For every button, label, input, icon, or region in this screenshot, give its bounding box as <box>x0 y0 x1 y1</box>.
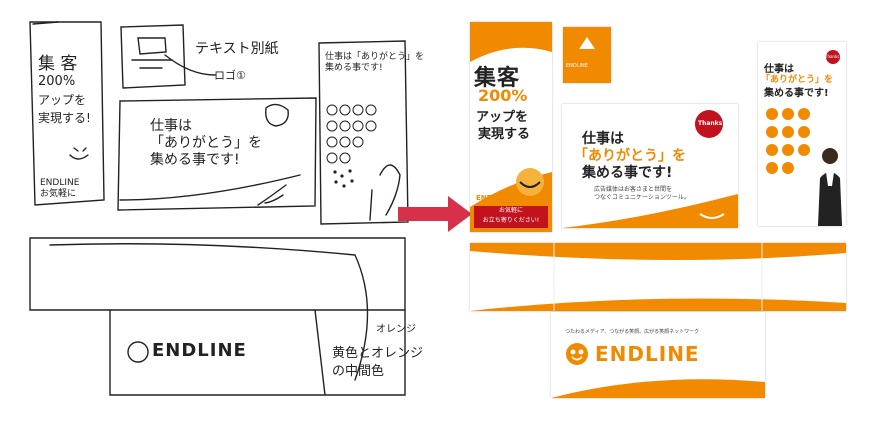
sketch-left-footer: ENDLINE お気軽に <box>40 178 79 200</box>
design-right-panel: Thanks 仕事は 「ありがとう」を 集める事です! <box>758 42 846 226</box>
endline-logo-icon <box>579 37 595 49</box>
sketch-right-line: 集める事です! <box>325 63 383 73</box>
sketch-left-line: 200% <box>38 74 76 89</box>
design-small-panel: ENDLINE <box>563 27 611 83</box>
sketch-center-line: 「ありがとう」を <box>150 135 262 151</box>
center-swoosh <box>562 110 738 228</box>
endline-logo-icon <box>566 343 588 365</box>
right-arrow-icon <box>398 196 472 232</box>
sketch-note-line: 黄色とオレンジ <box>332 346 424 361</box>
design-bottom-strip <box>470 243 846 311</box>
sketch-left-line: 集 客 <box>38 54 78 74</box>
design-center-panel: Thanks 仕事は 「ありがとう」を 集める事です! 広告媒体はお客さまと世間… <box>562 104 738 228</box>
right-thanks: Thanks <box>825 54 840 59</box>
person-photo <box>818 148 842 226</box>
service-icon <box>798 108 810 120</box>
center-line3: 集める事です! <box>582 165 673 181</box>
service-icon <box>766 108 778 120</box>
center-sub1: 広告媒体はお客さまと世間を <box>594 186 673 193</box>
left-banner-title: 集客 <box>474 66 521 91</box>
design-left-banner: 集客 200% アップを 実現する ENDLINE お気軽に お立ち寄りください… <box>470 22 552 232</box>
sketch-note-line: の中間色 <box>332 364 385 379</box>
center-line2: 「ありがとう」を <box>574 148 686 164</box>
sketch-left-title: 集 客 200% アップを 実現する! <box>38 55 91 127</box>
sketch-left-line: アップを <box>38 93 87 107</box>
center-line1: 仕事は <box>582 131 624 147</box>
sketch-left-footer-line: ENDLINE <box>40 178 80 188</box>
service-icon <box>782 108 794 120</box>
bottom-logo: ENDLINE <box>595 342 700 366</box>
sketch-left-line: 実現する! <box>38 111 91 125</box>
sketch-center-line: 集める事です! <box>150 152 240 168</box>
left-banner-cta-line: お気軽に <box>498 207 523 214</box>
design-bottom-panel: つたわるメディア、つながる笑顔。広がる笑顔ネットワーク ENDLINE <box>551 312 765 398</box>
service-icon <box>782 162 794 174</box>
left-banner-logo: ENDLINE <box>476 194 511 202</box>
left-banner-cta-line: お立ち寄りください! <box>482 217 540 224</box>
right-line3: 集める事です! <box>764 88 829 99</box>
service-icon <box>782 144 794 156</box>
sketch-note-orange: オレンジ <box>376 324 416 335</box>
service-icon <box>766 126 778 138</box>
sketch-bottom-logo: ENDLINE <box>152 340 247 361</box>
left-banner-cta: お気軽に お立ち寄りください! <box>474 206 548 228</box>
strip-swoosh <box>470 243 846 311</box>
service-icon <box>766 144 778 156</box>
bottom-tagline: つたわるメディア、つながる笑顔。広がる笑顔ネットワーク <box>565 329 700 335</box>
sketch-center-text: 仕事は 「ありがとう」を 集める事です! <box>150 118 262 169</box>
center-sub2: つなぐコミュニケーションツール。 <box>594 194 690 201</box>
small-panel-text: ENDLINE <box>566 63 588 69</box>
sketch-logo-label: ロゴ① <box>214 69 246 82</box>
right-thanks-badge <box>826 50 840 64</box>
sketch-left-footer-line: お気軽に <box>40 189 77 199</box>
left-banner-line2: アップを <box>476 110 529 125</box>
center-thanks: Thanks <box>698 120 723 127</box>
left-banner-line3: 実現する <box>478 127 531 142</box>
bottom-swoosh <box>551 379 765 398</box>
right-line2: 「ありがとう」を <box>761 75 834 85</box>
left-banner-pct: 200% <box>478 86 528 105</box>
sketch-note-mix: 黄色とオレンジ の中間色 <box>332 345 423 381</box>
sketch-text-label: テキスト別紙 <box>195 41 279 57</box>
service-icon <box>766 162 778 174</box>
service-icon <box>798 144 810 156</box>
right-line1: 仕事は <box>764 64 794 75</box>
service-icon <box>798 126 810 138</box>
service-icon <box>782 126 794 138</box>
sketch-right-text: 仕事は「ありがとう」を 集める事です! <box>325 52 424 74</box>
sketch-right-line: 仕事は「ありがとう」を <box>325 52 425 62</box>
sketch-center-line: 仕事は <box>150 118 192 134</box>
